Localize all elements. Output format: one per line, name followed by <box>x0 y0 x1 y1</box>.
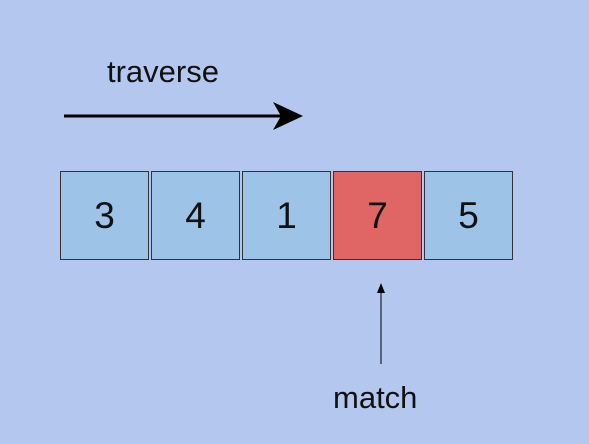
array-cell: 4 <box>151 171 240 260</box>
array-cell: 1 <box>242 171 331 260</box>
array-cell-match: 7 <box>333 171 422 260</box>
array-cell: 3 <box>60 171 149 260</box>
array-cell: 5 <box>424 171 513 260</box>
match-label: match <box>333 380 418 415</box>
traverse-label: traverse <box>107 54 219 89</box>
